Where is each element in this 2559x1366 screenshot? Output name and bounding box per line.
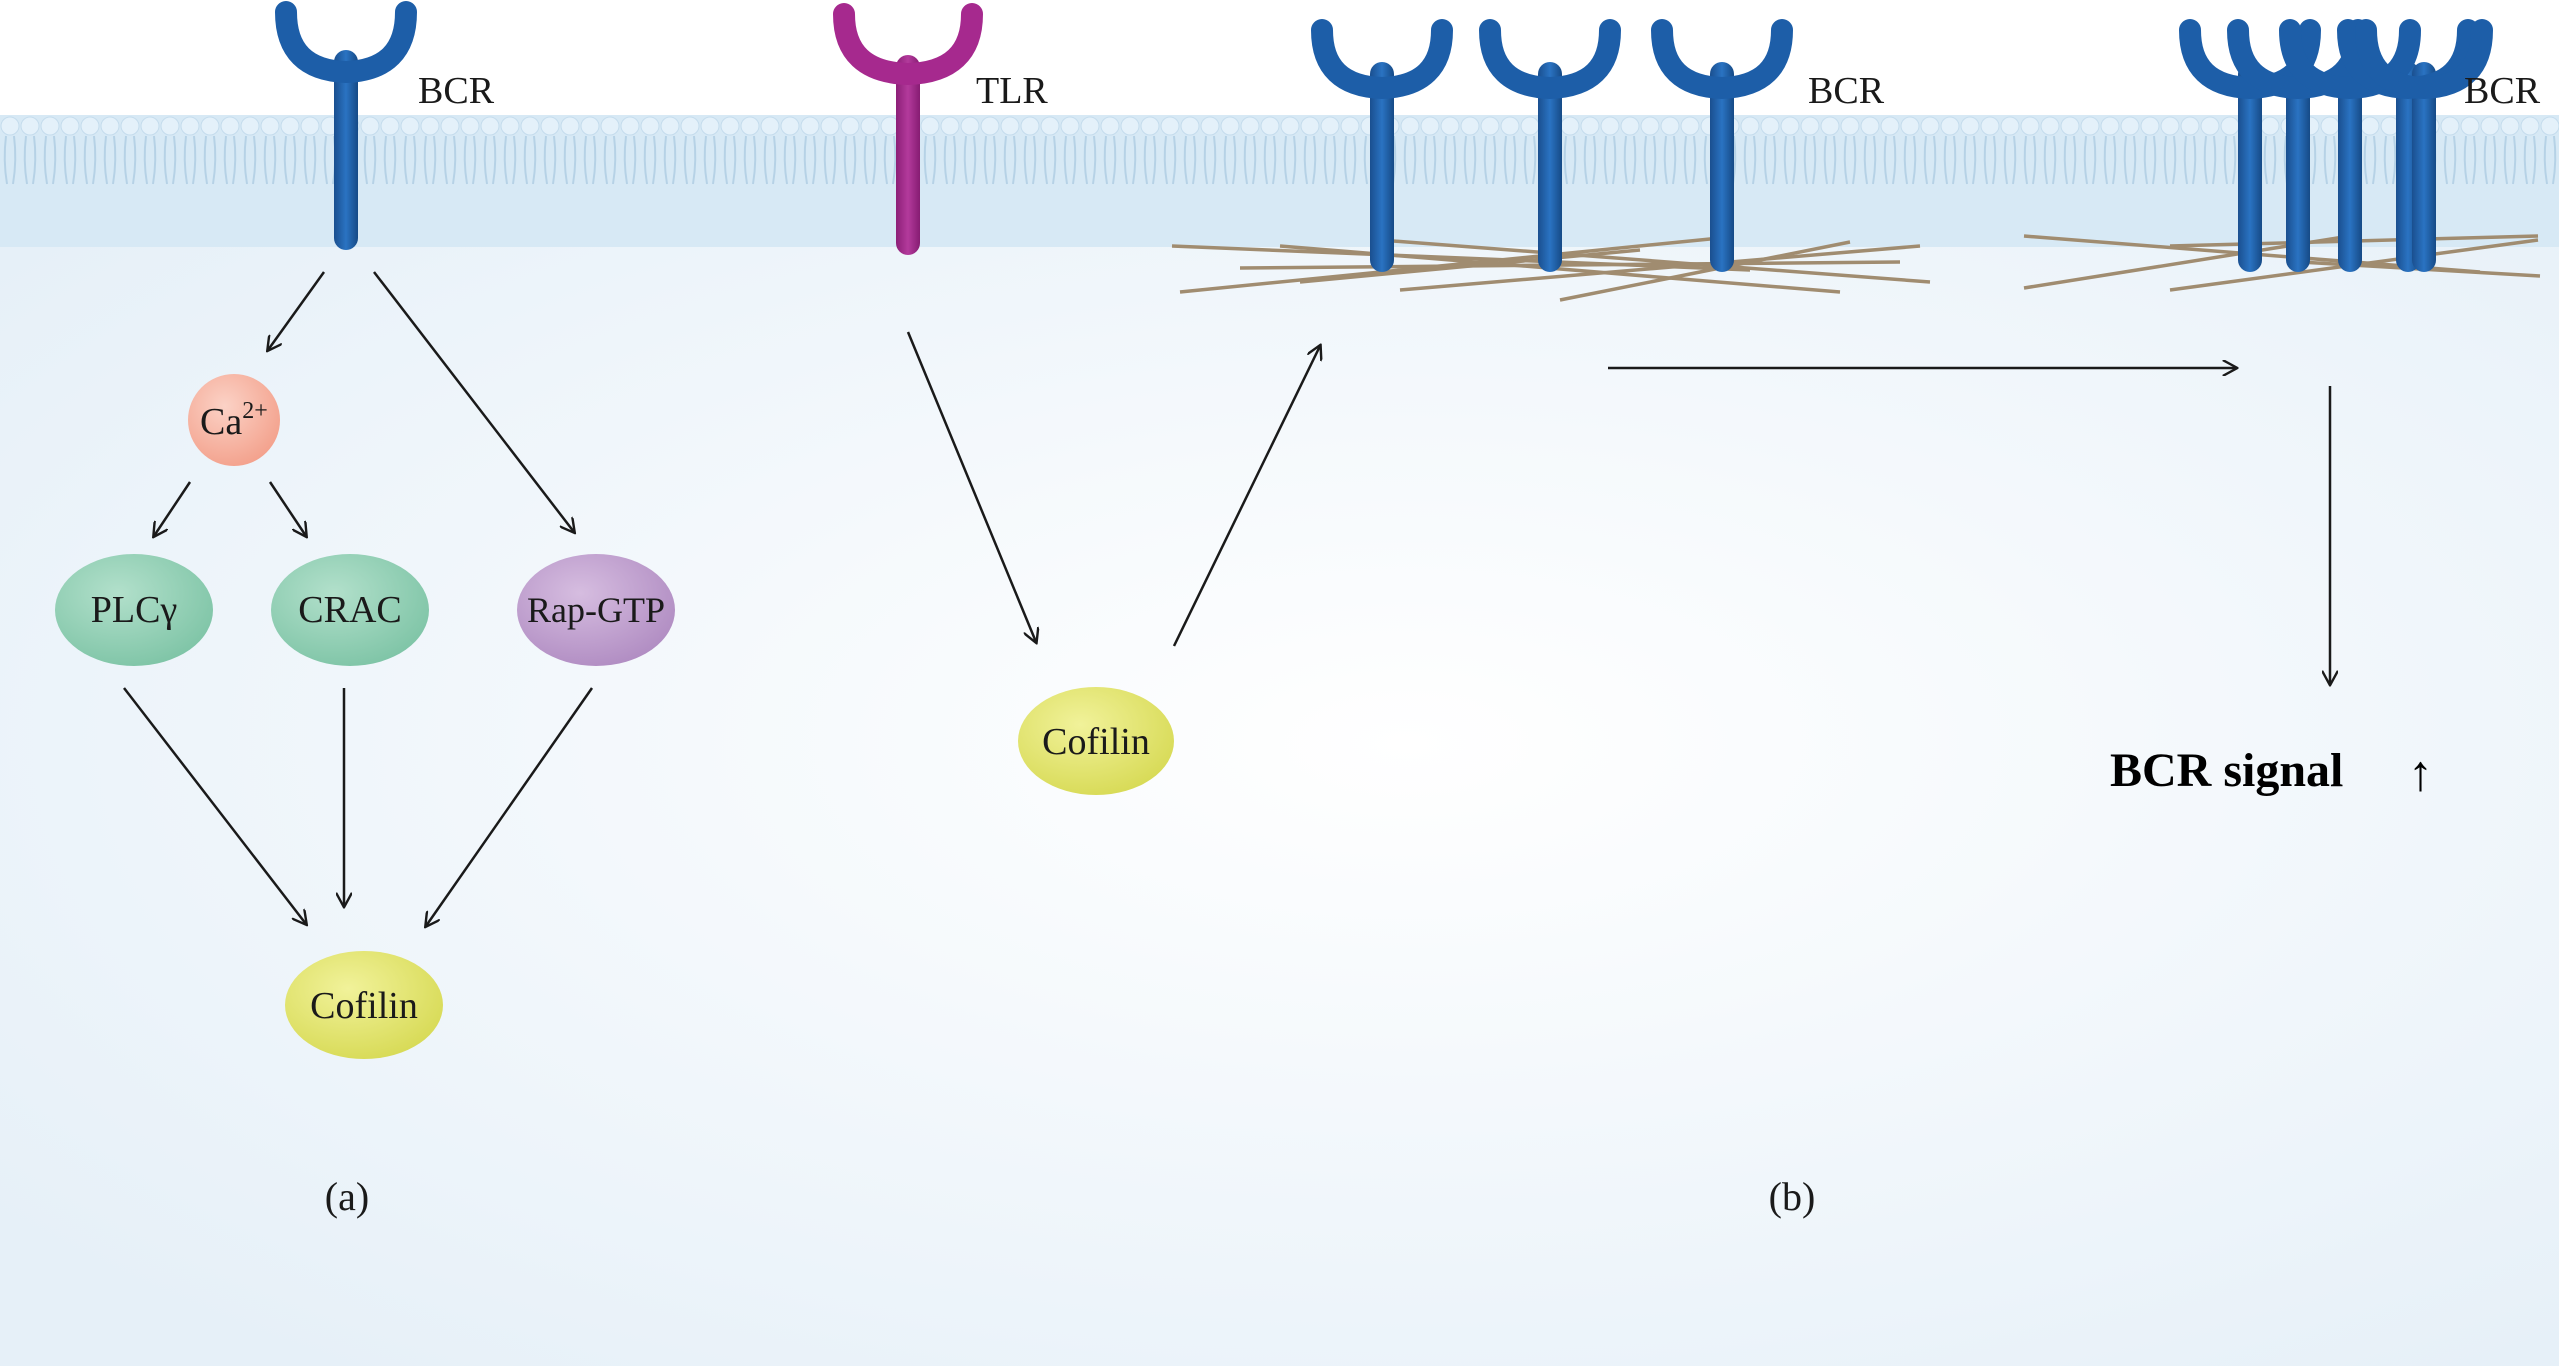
bcr-label-a: BCR xyxy=(418,70,495,112)
cytoplasm xyxy=(0,235,2559,1366)
rap-gtp-node xyxy=(517,554,675,666)
bcr-receptor-b2 xyxy=(1479,19,1621,272)
cofilin-node-b xyxy=(1018,687,1174,795)
cofilin-label-a: Cofilin xyxy=(310,985,418,1027)
tlr-receptor xyxy=(833,3,983,255)
bcr-label-b-right: BCR xyxy=(2464,70,2541,112)
bcr-receptor-b1 xyxy=(1311,19,1453,272)
calcium-label: Ca2+ xyxy=(200,398,268,443)
signal-up-arrow: ↑ xyxy=(2408,745,2433,801)
plc-gamma-label: PLCγ xyxy=(91,589,177,631)
actin-meshwork-middle xyxy=(1171,236,1931,302)
panel-b: TLR Cofilin BCR xyxy=(833,3,2541,1219)
bcr-receptor-a xyxy=(275,1,417,250)
calcium-node xyxy=(188,374,280,466)
panel-a: BCR Ca2+ PLCγ CRAC Rap-GTP Cofilin (a) xyxy=(55,1,675,1219)
rap-gtp-label: Rap-GTP xyxy=(527,590,665,630)
arrow-ca-to-plc xyxy=(154,481,192,536)
clustered-bcr-group xyxy=(2179,19,2493,272)
plc-gamma-node xyxy=(55,554,213,666)
arrow-tlr-to-cofilin xyxy=(906,331,1036,642)
arrow-rap-to-cofilin xyxy=(426,687,594,926)
arrow-cofilin-to-actin xyxy=(1172,346,1320,647)
arrow-bcr-to-ca xyxy=(268,271,326,350)
plasma-membrane xyxy=(0,112,2559,252)
tlr-label: TLR xyxy=(976,70,1048,112)
caption-a: (a) xyxy=(325,1174,369,1219)
bcr-receptor-b3 xyxy=(1651,19,1793,272)
cofilin-label-b: Cofilin xyxy=(1042,721,1150,763)
crac-node xyxy=(271,554,429,666)
caption-b: (b) xyxy=(1769,1174,1816,1219)
cofilin-node-a xyxy=(285,951,443,1059)
bcr-label-b-middle: BCR xyxy=(1808,70,1885,112)
bcr-signal-label: BCR signal xyxy=(2110,744,2343,797)
crac-label: CRAC xyxy=(298,589,401,631)
arrow-bcr-to-rap xyxy=(373,271,574,532)
arrow-plc-to-cofilin xyxy=(123,687,306,924)
arrow-ca-to-crac xyxy=(268,481,306,536)
